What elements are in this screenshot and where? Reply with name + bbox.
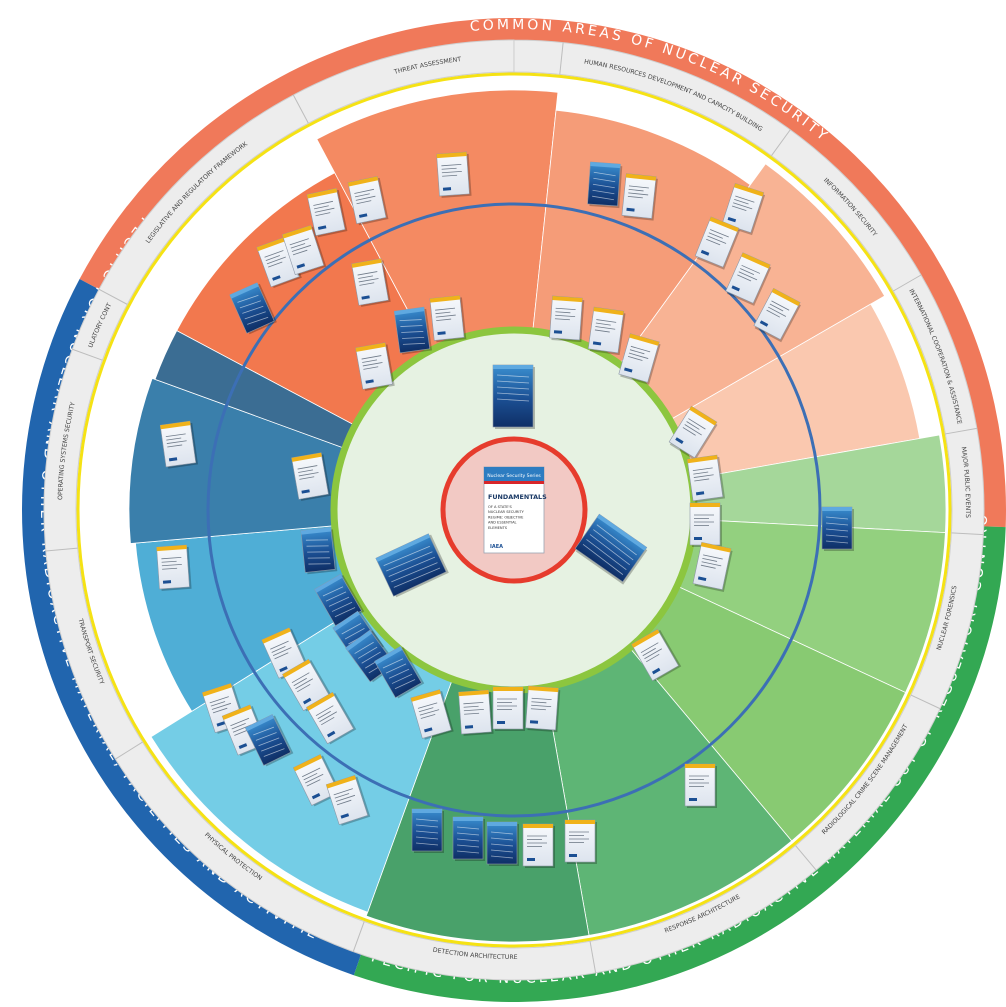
publication-thumbnail[interactable]	[156, 544, 192, 591]
publication-thumbnail[interactable]	[549, 295, 585, 343]
publication-thumbnail[interactable]	[522, 823, 555, 868]
publication-thumbnail[interactable]	[492, 686, 525, 731]
publication-thumbnail[interactable]	[753, 288, 802, 343]
publication-thumbnail[interactable]	[686, 454, 726, 503]
publication-thumbnail[interactable]	[689, 502, 722, 547]
publication-thumbnail[interactable]	[452, 816, 485, 861]
fundamentals-book-accent	[484, 481, 544, 484]
yellow-ring	[76, 72, 952, 948]
publication-thumbnail[interactable]	[684, 763, 717, 808]
fundamentals-book[interactable]: Nuclear Security Series FUNDAMENTALS OF …	[483, 466, 547, 554]
publication-thumbnail[interactable]	[355, 342, 395, 391]
sector-label-mpe: MAJOR PUBLIC EVENTS	[960, 446, 971, 518]
publication-thumbnail[interactable]	[564, 819, 597, 864]
publication-thumbnail[interactable]	[410, 689, 454, 740]
publication-thumbnail[interactable]	[282, 658, 333, 712]
publication-thumbnail[interactable]	[325, 775, 371, 827]
publication-thumbnail[interactable]	[574, 513, 648, 585]
publication-thumbnail[interactable]	[631, 628, 682, 682]
publication-thumbnail[interactable]	[429, 295, 467, 343]
publication-thumbnail[interactable]	[668, 405, 718, 461]
publication-thumbnail[interactable]	[306, 691, 357, 745]
publication-thumbnail[interactable]	[721, 183, 766, 236]
publication-thumbnail[interactable]	[436, 151, 472, 198]
fundamentals-book-series: Nuclear Security Series	[487, 473, 541, 479]
publication-thumbnail[interactable]	[458, 689, 494, 736]
publication-thumbnail[interactable]	[306, 187, 348, 238]
publication-thumbnail[interactable]	[393, 306, 433, 355]
publication-thumbnail[interactable]	[300, 527, 338, 575]
publication-thumbnail[interactable]	[587, 161, 623, 209]
publication-thumbnail[interactable]	[587, 306, 626, 356]
publication-thumbnail[interactable]	[411, 808, 444, 853]
publication-thumbnails	[156, 151, 854, 868]
publication-thumbnail[interactable]	[486, 821, 519, 866]
publication-thumbnail[interactable]	[694, 216, 740, 270]
publication-thumbnail[interactable]	[291, 452, 331, 501]
publication-thumbnail[interactable]	[314, 573, 365, 627]
publication-thumbnail[interactable]	[821, 506, 854, 551]
publication-thumbnail[interactable]	[725, 252, 772, 306]
publication-thumbnail[interactable]	[347, 175, 389, 226]
fundamentals-book-header	[484, 467, 544, 481]
blue-ring	[206, 202, 822, 818]
publication-thumbnail[interactable]	[351, 258, 391, 307]
publication-thumbnail[interactable]	[281, 225, 327, 277]
publication-thumbnail[interactable]	[244, 714, 294, 768]
fundamentals-book-title: FUNDAMENTALS	[488, 493, 547, 501]
publication-thumbnail[interactable]	[229, 282, 277, 335]
publication-thumbnail[interactable]	[525, 685, 561, 733]
publication-thumbnail[interactable]	[621, 173, 658, 221]
fundamentals-book-publisher: IAEA	[490, 544, 503, 550]
outer-arc-regulatory_control	[21, 279, 361, 976]
publication-thumbnail[interactable]	[692, 541, 733, 593]
publication-thumbnail[interactable]	[492, 364, 535, 429]
publication-thumbnail[interactable]	[375, 533, 449, 598]
publication-thumbnail[interactable]	[374, 645, 425, 699]
publication-thumbnail[interactable]	[159, 420, 199, 469]
publication-thumbnail[interactable]	[618, 333, 661, 385]
